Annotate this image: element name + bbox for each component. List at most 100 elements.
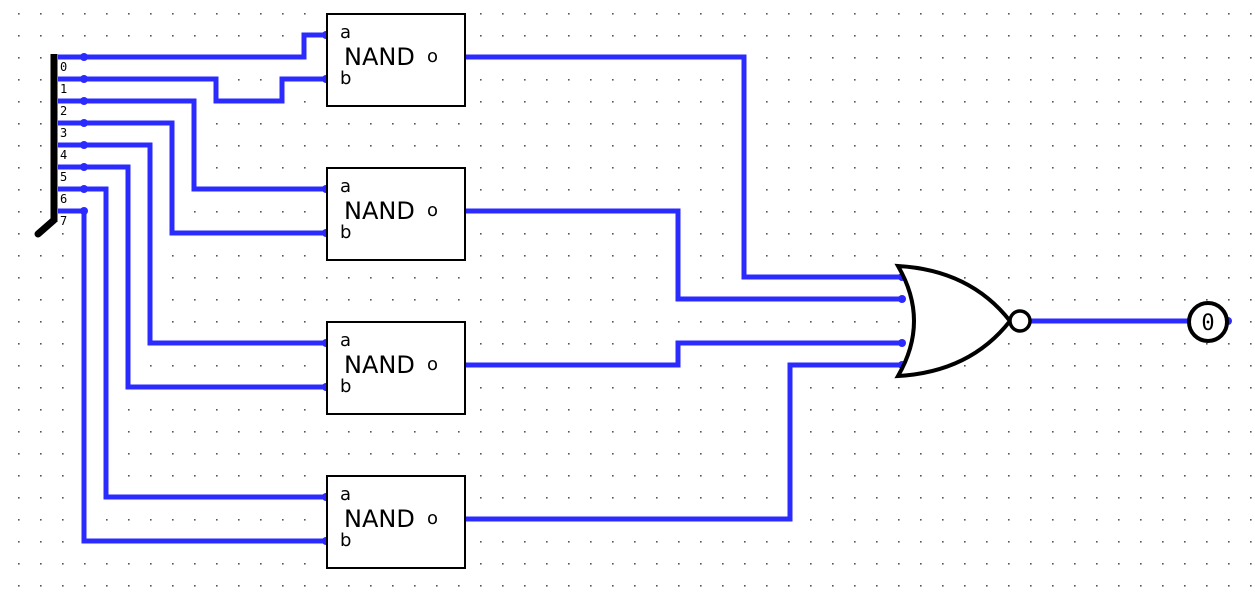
nor-gate[interactable] <box>894 263 1032 379</box>
wire-bit4[interactable] <box>58 142 326 346</box>
grid-dot <box>1030 431 1032 433</box>
grid-dot <box>832 101 834 103</box>
grid-dot <box>1096 233 1098 235</box>
grid-dot <box>1206 101 1208 103</box>
splitter[interactable]: 0 1 2 3 4 5 6 7 <box>34 54 67 238</box>
grid-dot <box>832 233 834 235</box>
grid-dot <box>832 167 834 169</box>
grid-dot <box>942 35 944 37</box>
grid-dot <box>722 475 724 477</box>
nand-gate-body[interactable] <box>326 321 466 415</box>
wire-nand2-out[interactable] <box>458 208 904 302</box>
grid-dot <box>84 35 86 37</box>
grid-dot <box>524 123 526 125</box>
grid-dot <box>128 35 130 37</box>
bit3-port-dot[interactable] <box>80 119 88 127</box>
grid-dot <box>568 563 570 565</box>
grid-dot <box>18 189 20 191</box>
grid-dot <box>1096 563 1098 565</box>
grid-dot <box>656 123 658 125</box>
wire-nand4-out[interactable] <box>458 362 902 522</box>
bit4-port-dot[interactable] <box>80 141 88 149</box>
bit5-port-dot[interactable] <box>80 163 88 171</box>
nand-gate-body[interactable] <box>326 475 466 569</box>
grid-dot <box>568 541 570 543</box>
grid-dot <box>524 277 526 279</box>
wire-nand3-out[interactable] <box>458 340 904 368</box>
grid-dot <box>854 101 856 103</box>
wire-bit2[interactable] <box>58 98 326 192</box>
grid-dot <box>1228 365 1230 367</box>
grid-dot <box>1162 387 1164 389</box>
splitter-stem[interactable] <box>34 216 58 238</box>
grid-dot <box>1052 387 1054 389</box>
bit6-port-dot[interactable] <box>80 185 88 193</box>
grid-dot <box>1206 167 1208 169</box>
grid-dot <box>1184 343 1186 345</box>
grid-dot <box>282 563 284 565</box>
grid-dot <box>678 585 680 587</box>
grid-dot <box>524 387 526 389</box>
grid-dot <box>1250 145 1252 147</box>
nor-gate-body[interactable] <box>894 263 1013 379</box>
grid-dots <box>18 13 1252 587</box>
grid-dot <box>40 519 42 521</box>
grid-dot <box>1162 101 1164 103</box>
nand-gate-body[interactable] <box>326 13 466 107</box>
grid-dot <box>722 189 724 191</box>
bit-label: 4 <box>60 148 67 162</box>
grid-dot <box>964 101 966 103</box>
nand-gate-4[interactable]: a b NAND o <box>326 475 466 569</box>
grid-dot <box>722 255 724 257</box>
grid-dot <box>700 365 702 367</box>
grid-dot <box>898 431 900 433</box>
grid-dot <box>524 563 526 565</box>
grid-dot <box>744 497 746 499</box>
grid-dot <box>1206 189 1208 191</box>
grid-dot <box>854 541 856 543</box>
grid-dot <box>612 453 614 455</box>
grid-dot <box>1052 101 1054 103</box>
grid-dot <box>1118 123 1120 125</box>
grid-dot <box>920 79 922 81</box>
bit2-port-dot[interactable] <box>80 97 88 105</box>
grid-dot <box>1118 519 1120 521</box>
bit0-port-dot[interactable] <box>80 53 88 61</box>
output-probe[interactable]: 0 <box>1187 301 1229 343</box>
gate-label: NAND <box>344 505 415 533</box>
nor-in2-pin[interactable] <box>898 295 906 303</box>
grid-dot <box>40 13 42 15</box>
grid-dot <box>106 13 108 15</box>
grid-dot <box>1162 255 1164 257</box>
wire-bit7[interactable] <box>58 208 326 544</box>
grid-dot <box>216 519 218 521</box>
grid-dot <box>1074 35 1076 37</box>
wire-nand1-out[interactable] <box>458 54 902 280</box>
grid-dot <box>612 563 614 565</box>
nand-gate-1[interactable]: a b NAND o <box>326 13 466 107</box>
grid-dot <box>1250 211 1252 213</box>
wire-bit5[interactable] <box>58 164 326 390</box>
probe-body[interactable] <box>1187 301 1229 343</box>
grid-dot <box>568 409 570 411</box>
grid-dot <box>546 541 548 543</box>
grid-dot <box>524 321 526 323</box>
grid-dot <box>810 519 812 521</box>
grid-dot <box>964 277 966 279</box>
wire-bit3[interactable] <box>58 120 326 236</box>
bit1-port-dot[interactable] <box>80 75 88 83</box>
grid-dot <box>1250 101 1252 103</box>
wire-bit1[interactable] <box>58 76 326 104</box>
wire-bit0[interactable] <box>58 32 326 60</box>
grid-dot <box>1008 453 1010 455</box>
nor-in3-pin[interactable] <box>898 339 906 347</box>
grid-dot <box>810 541 812 543</box>
grid-dot <box>216 123 218 125</box>
nand-gate-2[interactable]: a b NAND o <box>326 167 466 261</box>
nand-gate-3[interactable]: a b NAND o <box>326 321 466 415</box>
bit7-port-dot[interactable] <box>80 207 88 215</box>
grid-dot <box>1052 167 1054 169</box>
grid-dot <box>612 409 614 411</box>
nand-gate-body[interactable] <box>326 167 466 261</box>
